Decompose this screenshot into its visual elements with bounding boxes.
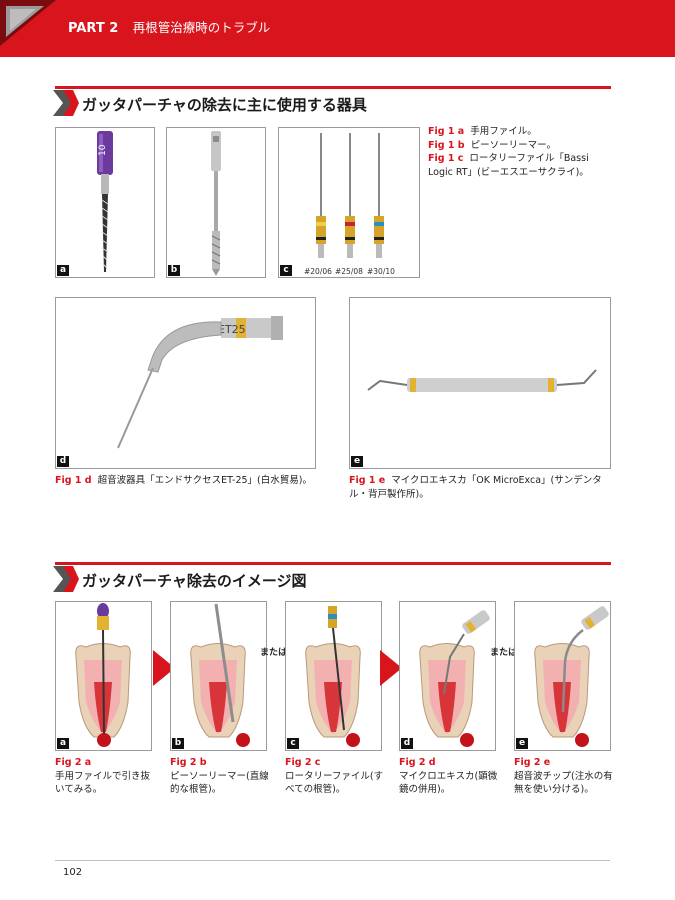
figure-1a: 10 a [55, 127, 155, 278]
page-number: 102 [63, 867, 83, 878]
page-header-bar [0, 0, 675, 57]
section-arrow-icon [53, 90, 79, 116]
flow-arrow-icon [153, 650, 175, 686]
tooth-excavator-image [419, 610, 490, 747]
section2-title: ガッタパーチャ除去のイメージ図 [82, 572, 307, 590]
tooth-hand-file-image [75, 603, 131, 747]
or-label: または [490, 648, 518, 658]
panel-tag: a [57, 265, 69, 276]
header-part: PART 2 [68, 21, 119, 36]
panel-tag: d [57, 456, 69, 467]
panel-tag: b [172, 738, 184, 749]
panel-tag: b [168, 265, 180, 276]
panel-tag: a [57, 738, 69, 749]
tooth-rotary-image [305, 606, 361, 747]
section1-rule [55, 86, 611, 89]
panel-tag: e [516, 738, 528, 749]
micro-excavator-image [367, 369, 597, 392]
header-chapter: 再根管治療時のトラブル [132, 20, 271, 35]
tooth-peeso-image [190, 603, 250, 747]
handle-number: 10 [98, 144, 108, 156]
figure-2e: e [514, 601, 611, 751]
or-label: または [260, 648, 288, 658]
figure-1e: e [349, 297, 611, 469]
figure-2d: d [399, 601, 496, 751]
flow-arrow-icon [380, 650, 402, 686]
figure-1b: b [166, 127, 266, 278]
footer-rule [55, 860, 610, 861]
size-label: #25/08 [335, 267, 363, 276]
rotary-files-image [316, 133, 384, 258]
tip-label: ET25 [218, 323, 246, 336]
figure-1c: #20/06 #25/08 #30/10 c [278, 127, 420, 278]
header-title: PART 2 再根管治療時のトラブル [68, 17, 270, 36]
panel-tag: d [401, 738, 413, 749]
section-arrow-icon [53, 566, 79, 592]
size-label: #30/10 [367, 267, 395, 276]
panel-tag: c [280, 265, 292, 276]
tooth-ultrasonic-image [534, 606, 609, 747]
size-label: #20/06 [304, 267, 332, 276]
section1-title: ガッタパーチャの除去に主に使用する器具 [82, 96, 367, 114]
section2-rule [55, 562, 611, 565]
peeso-reamer-image [211, 131, 221, 276]
figure-1d: ET25 d [55, 297, 316, 469]
panel-tag: c [287, 738, 299, 749]
figure-2b: b [170, 601, 267, 751]
hand-file-image: 10 [97, 131, 113, 272]
ultrasonic-tip-image: ET25 [117, 316, 283, 449]
figure-2c: c [285, 601, 382, 751]
panel-tag: e [351, 456, 363, 467]
figure-2a: a [55, 601, 152, 751]
header-triangle-icon [0, 0, 56, 46]
